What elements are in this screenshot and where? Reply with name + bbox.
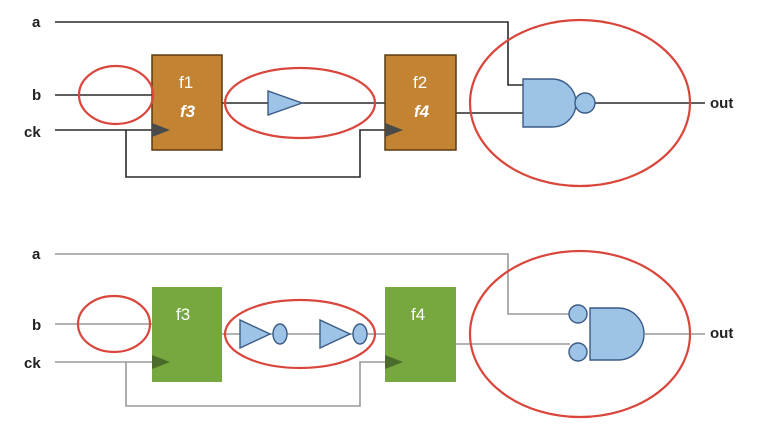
top-ff2-alias: f4 xyxy=(414,102,430,121)
bottom-input-b-label: b xyxy=(32,317,41,334)
clock-triangle-icon xyxy=(385,355,403,369)
top-highlight-ring-gate xyxy=(468,18,692,188)
bottom-highlight-ring-gate xyxy=(468,249,692,419)
clock-triangle-icon xyxy=(152,123,170,137)
top-flipflop-f1: f1 f3 xyxy=(151,54,223,151)
top-circuit: a b ck out f1 f3 f2 f4 xyxy=(24,14,733,188)
top-highlight-ring-input xyxy=(77,64,155,126)
buffer-gate-icon xyxy=(267,90,305,116)
bottom-flipflop-f3: f3 xyxy=(152,287,222,382)
top-output-label: out xyxy=(710,95,733,112)
bottom-highlight-ring-inverters xyxy=(223,298,377,370)
top-input-b-label: b xyxy=(32,87,41,104)
clock-triangle-icon xyxy=(152,355,170,369)
top-ff1-alias: f3 xyxy=(180,102,196,121)
bottom-output-label: out xyxy=(710,325,733,342)
top-flipflop-f2: f2 f4 xyxy=(384,54,457,151)
top-wire-clock-loop xyxy=(125,129,385,178)
clock-triangle-icon xyxy=(385,123,403,137)
bottom-input-a-label: a xyxy=(32,246,41,263)
bottom-ff1-name: f3 xyxy=(176,305,190,324)
top-input-ck-label: ck xyxy=(24,124,41,141)
inverted-input-nand-gate-icon xyxy=(568,304,645,362)
bottom-wire-clock-loop xyxy=(125,361,385,407)
bottom-highlight-ring-input xyxy=(76,294,152,354)
top-ff2-name: f2 xyxy=(413,73,427,92)
top-ff1-name: f1 xyxy=(179,73,193,92)
inverter-gate-icon xyxy=(319,318,368,350)
bottom-wire-a xyxy=(55,253,570,315)
bottom-flipflop-f4: f4 xyxy=(385,287,456,382)
top-highlight-ring-buffer xyxy=(223,66,377,140)
top-input-a-label: a xyxy=(32,14,41,31)
bottom-ff2-name: f4 xyxy=(411,305,425,324)
inverter-gate-icon xyxy=(239,318,288,350)
top-wire-a xyxy=(55,21,523,86)
nand-gate-icon xyxy=(522,78,596,128)
bottom-circuit: a b ck out f3 f4 xyxy=(24,246,733,419)
bottom-input-ck-label: ck xyxy=(24,355,41,372)
